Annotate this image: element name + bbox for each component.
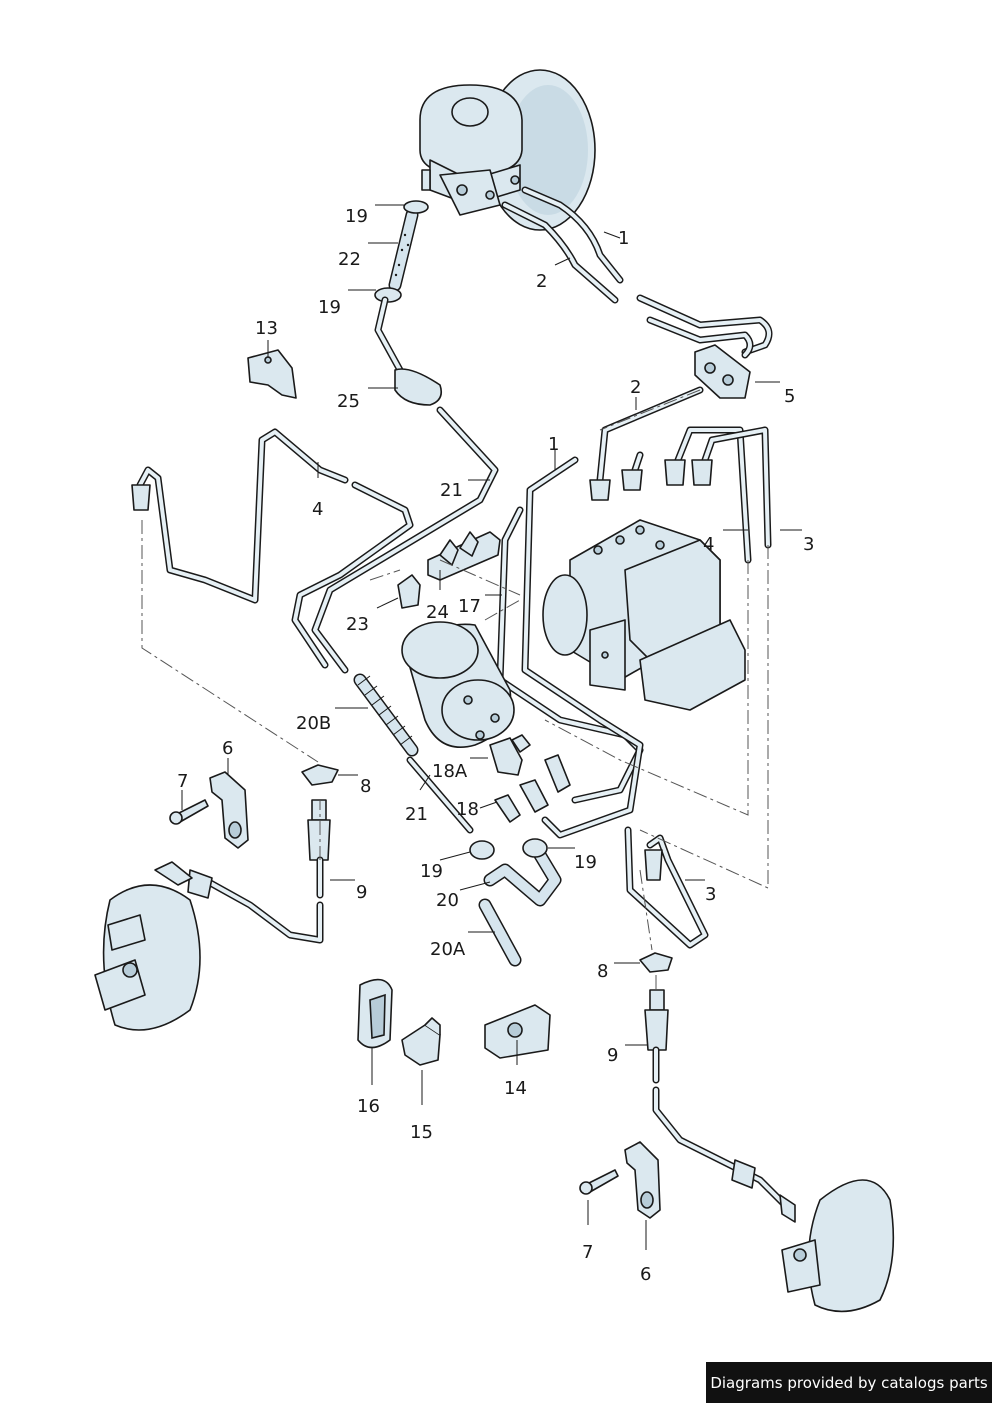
valve-18A (489, 734, 531, 776)
callout-14: 14 (504, 1078, 527, 1099)
callout-18A: 18A (432, 761, 468, 782)
wheel-hub-left (94, 884, 201, 1031)
callout-9: 9 (356, 882, 367, 903)
brake-hose-9-right (644, 989, 796, 1223)
hose-clamp-19-left (469, 840, 495, 860)
abs-hydraulic-unit (542, 519, 746, 711)
callout-2: 2 (630, 377, 641, 398)
hose-20A (478, 898, 522, 967)
callout-3: 3 (803, 534, 814, 555)
callout-4: 4 (703, 534, 714, 555)
brake-pipe-3-4-rear (664, 426, 772, 564)
accumulator-unit (401, 621, 515, 749)
brake-servo-master-cylinder (419, 69, 596, 231)
callout-17: 17 (458, 596, 481, 617)
callout-19: 19 (420, 861, 443, 882)
callout-7: 7 (177, 771, 188, 792)
clip-23 (397, 574, 421, 609)
brake-pipe-unit-1-2 (589, 386, 704, 501)
bracket-6-right (624, 1141, 661, 1219)
brake-pipe-1 (521, 186, 773, 356)
callout-6: 6 (222, 738, 233, 759)
brake-pipe-21 (311, 406, 499, 834)
wheel-hub-right (781, 1179, 895, 1313)
clip-8-right (639, 952, 673, 973)
callout-7: 7 (582, 1242, 593, 1263)
clip-15 (401, 1017, 441, 1066)
hose-clamp-19-top (403, 200, 429, 214)
callout-20: 20 (436, 890, 459, 911)
callout-15: 15 (410, 1122, 433, 1143)
callout-25: 25 (337, 391, 360, 412)
callout-20B: 20B (296, 713, 331, 734)
callout-22: 22 (338, 249, 361, 270)
callout-18: 18 (456, 799, 479, 820)
bracket-13 (247, 349, 297, 399)
junction-piece-5 (694, 344, 751, 399)
brake-hose-9-left (154, 799, 331, 944)
callout-4: 4 (312, 499, 323, 520)
callout-3: 3 (705, 884, 716, 905)
callout-1: 1 (548, 434, 559, 455)
callout-16: 16 (357, 1096, 380, 1117)
vacuum-hose-22 (388, 208, 419, 292)
grommet-16 (357, 978, 393, 1049)
callout-20A: 20A (430, 939, 466, 960)
callout-13: 13 (255, 318, 278, 339)
brake-pipe-17 (496, 456, 644, 839)
brake-pipe-4-front-left (131, 428, 414, 669)
hose-clamp-19-right (522, 838, 548, 858)
callout-21: 21 (440, 480, 463, 501)
clip-8-left (301, 764, 339, 786)
callout-9: 9 (607, 1045, 618, 1066)
callout-19: 19 (574, 852, 597, 873)
protective-sleeve-20B (353, 673, 419, 757)
callout-8: 8 (597, 961, 608, 982)
callout-8: 8 (360, 776, 371, 797)
callout-6: 6 (640, 1264, 651, 1285)
pipe-holder-24 (427, 531, 501, 581)
assembly-guide-lines (141, 389, 769, 990)
callout-24: 24 (426, 602, 449, 623)
callout-23: 23 (346, 614, 369, 635)
callout-1: 1 (618, 228, 629, 249)
callout-19: 19 (345, 206, 368, 227)
callout-21: 21 (405, 804, 428, 825)
bracket-6-left (209, 771, 249, 849)
callout-2: 2 (536, 271, 547, 292)
hose-20 (483, 848, 562, 907)
callout-19: 19 (318, 297, 341, 318)
credit-banner: Diagrams provided by catalogs parts (706, 1362, 992, 1403)
leader-lines (181, 204, 802, 1250)
callout-5: 5 (784, 386, 795, 407)
callout-labels: 1 2 19 22 19 13 25 2 5 1 4 21 4 3 17 24 … (177, 206, 814, 1285)
brake-pipe-2 (501, 201, 754, 359)
brake-pipe-3-rear-right (624, 826, 709, 949)
bolt-7-left (169, 799, 209, 825)
vacuum-line-25 (374, 296, 443, 406)
holder-14 (484, 1004, 551, 1059)
connector-18 (494, 754, 571, 823)
bolt-7-right (579, 1169, 619, 1195)
